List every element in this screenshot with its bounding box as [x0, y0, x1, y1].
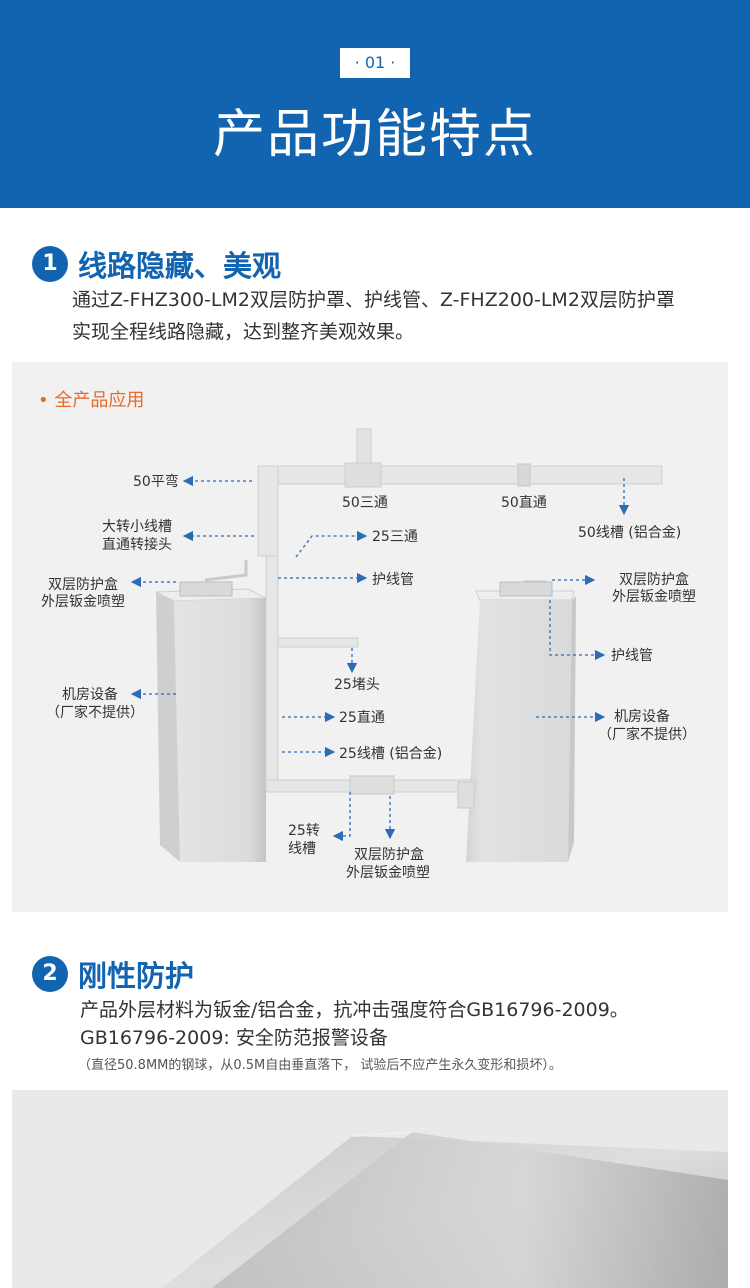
label-box-right-1: 双层防护盒	[619, 572, 689, 588]
label-25-trunk: 25线槽 (铝合金)	[339, 746, 443, 762]
section-1-line-2: 实现全程线路隐藏，达到整齐美观效果。	[72, 321, 415, 343]
label-reducer-2: 直通转接头	[102, 537, 172, 553]
label-50-elbow: 50平弯	[133, 474, 179, 490]
label-50-straight: 50直通	[501, 495, 547, 511]
section-1-title: 线路隐藏、美观	[78, 249, 282, 283]
trunk-50	[257, 428, 663, 557]
section-2-note: （直径50.8MM的钢球，从0.5M自由垂直落下， 试验后不应产生永久变形和损坏…	[78, 1058, 562, 1073]
section-2-number-icon: 2	[32, 956, 68, 992]
label-box-left-2: 外层钣金喷塑	[41, 594, 125, 610]
right-cabinet	[466, 590, 576, 862]
section-1-line-1: 通过Z-FHZ300-LM2双层防护罩、护线管、Z-FHZ200-LM2双层防护…	[72, 289, 675, 311]
trunk-25	[204, 555, 552, 809]
page-title: 产品功能特点	[212, 105, 537, 165]
section-2-line-2: GB16796-2009: 安全防范报警设备	[80, 1027, 388, 1049]
label-50-trunk: 50线槽 (铝合金)	[578, 525, 682, 541]
label-conduit-1: 护线管	[372, 572, 414, 588]
callout-arrows	[130, 475, 630, 842]
label-conduit-2: 护线管	[611, 648, 653, 664]
label-25-cap: 25堵头	[334, 677, 380, 693]
section-2-title: 刚性防护	[78, 959, 195, 993]
label-equip-right-2: （厂家不提供）	[598, 727, 696, 743]
section-2-line-1: 产品外层材料为钣金/铝合金，抗冲击强度符合GB16796-2009。	[80, 999, 629, 1021]
left-cabinet	[155, 588, 267, 862]
protective-boxes	[179, 581, 553, 597]
label-equip-right-1: 机房设备	[614, 709, 670, 725]
sheet-metal-illustration	[162, 1131, 728, 1288]
label-25-turn-2: 线槽	[288, 841, 316, 857]
label-25-tee: 25三通	[372, 529, 418, 545]
label-box-bottom-1: 双层防护盒	[354, 847, 424, 863]
label-box-left-1: 双层防护盒	[48, 577, 118, 593]
header-banner: · 01 · 产品功能特点	[0, 0, 750, 208]
panel-label: • 全产品应用	[38, 390, 145, 411]
label-box-right-2: 外层钣金喷塑	[612, 589, 696, 605]
label-reducer-1: 大转小线槽	[102, 519, 172, 535]
label-50-tee: 50三通	[342, 495, 388, 511]
label-equip-left-2: （厂家不提供）	[46, 705, 144, 721]
section-badge: · 01 ·	[340, 48, 410, 78]
label-25-straight: 25直通	[339, 710, 385, 726]
label-box-bottom-2: 外层钣金喷塑	[346, 865, 430, 881]
label-equip-left-1: 机房设备	[62, 687, 118, 703]
section-1-number-icon: 1	[32, 246, 68, 282]
sheet-metal-image	[12, 1090, 728, 1288]
label-25-turn-1: 25转	[288, 823, 320, 839]
